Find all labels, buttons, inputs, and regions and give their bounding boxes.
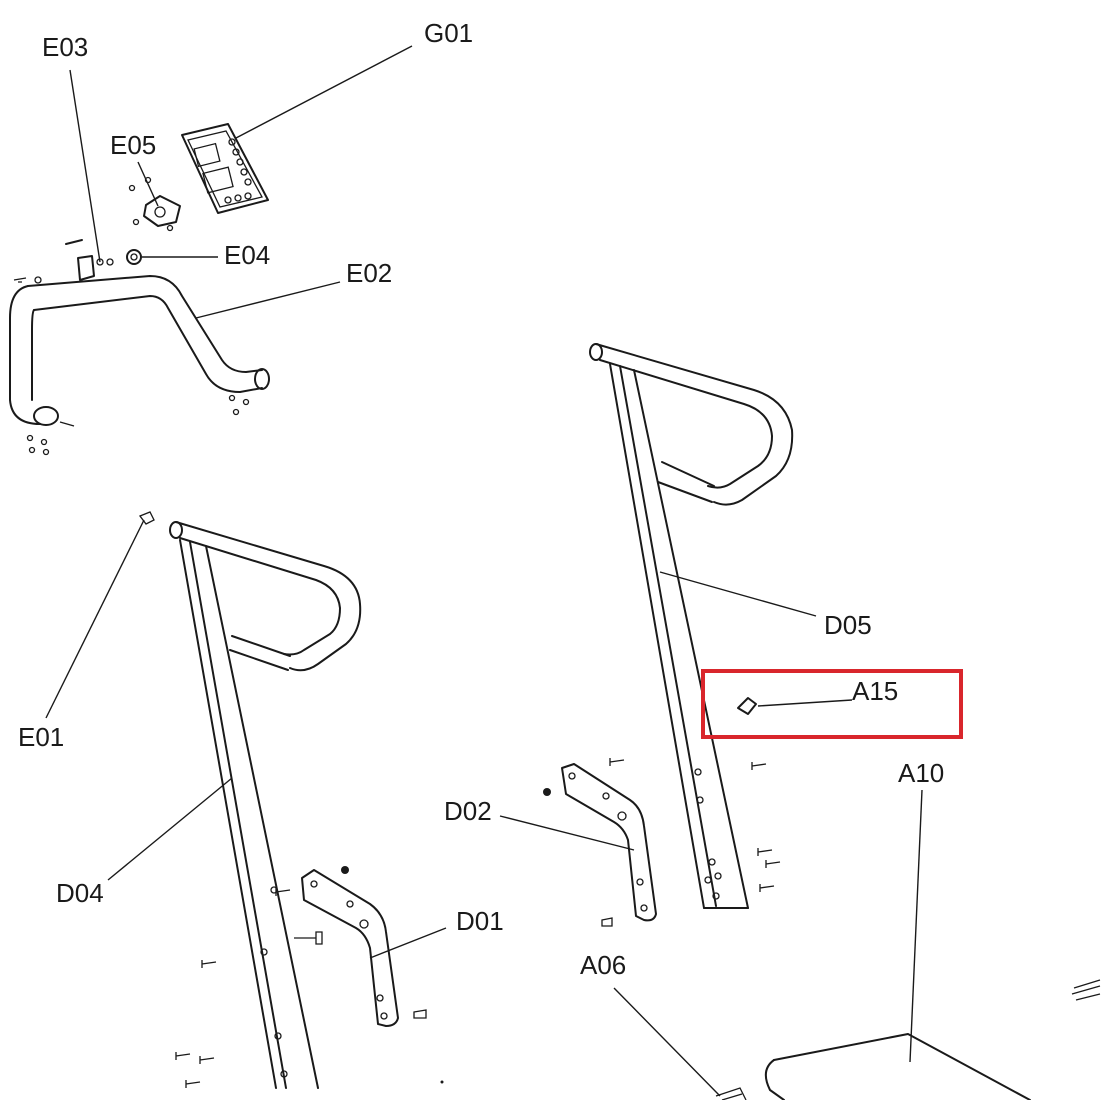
label-e02: E02 bbox=[346, 258, 392, 288]
label-a15: A15 bbox=[852, 676, 898, 706]
label-d05: D05 bbox=[824, 610, 872, 640]
console-g01 bbox=[181, 123, 269, 214]
label-d01: D01 bbox=[456, 906, 504, 936]
label-d02: D02 bbox=[444, 796, 492, 826]
handlebar-e02 bbox=[9, 275, 270, 456]
fastener-a15 bbox=[737, 697, 757, 715]
part-labels: G01 E03 E05 E04 E02 E01 D05 A15 A10 D02 … bbox=[18, 18, 944, 980]
label-e01: E01 bbox=[18, 722, 64, 752]
clamp-e03 bbox=[65, 239, 114, 281]
foot-a06 bbox=[715, 1087, 747, 1100]
label-e05: E05 bbox=[110, 130, 156, 160]
upright-d04 bbox=[169, 521, 362, 1089]
bracket-d01 bbox=[301, 866, 399, 1027]
bolts-d05 bbox=[543, 758, 781, 927]
upright-d05 bbox=[589, 343, 794, 909]
label-e03: E03 bbox=[42, 32, 88, 62]
label-g01: G01 bbox=[424, 18, 473, 48]
label-a10: A10 bbox=[898, 758, 944, 788]
leader-lines bbox=[45, 45, 923, 1097]
highlight-box-a15 bbox=[701, 669, 963, 739]
knob-e04 bbox=[126, 249, 142, 265]
bracket-e05 bbox=[128, 176, 181, 232]
base-a10 bbox=[764, 979, 1101, 1100]
label-a06: A06 bbox=[580, 950, 626, 980]
label-d04: D04 bbox=[56, 878, 104, 908]
screw-e01 bbox=[138, 511, 155, 525]
bracket-d02 bbox=[561, 763, 657, 922]
bolts-d04 bbox=[175, 888, 444, 1088]
label-e04: E04 bbox=[224, 240, 270, 270]
